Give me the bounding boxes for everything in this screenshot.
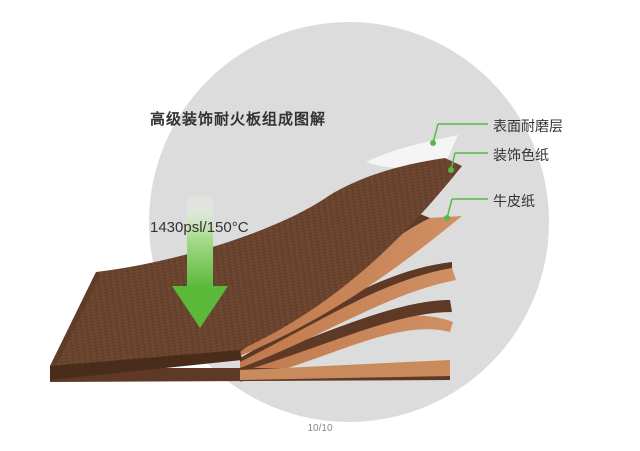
pressure-label: 1430psl/150°C: [150, 219, 249, 236]
pointer-kraft-paper: [444, 198, 488, 221]
kraft-paper-stack: [240, 214, 462, 382]
board-front-edge: [50, 350, 242, 380]
page-indicator: 10/10: [307, 423, 333, 434]
diagram-title: 高级装饰耐火板组成图解: [150, 110, 327, 128]
label-wear-layer: 表面耐磨层: [493, 119, 563, 135]
pointer-wear-layer: [430, 123, 488, 146]
decor-paper-layer: [50, 158, 462, 366]
label-kraft-paper: 牛皮纸: [493, 194, 535, 210]
label-decor-paper: 装饰色纸: [493, 148, 549, 164]
pressure-arrow-icon: [172, 196, 228, 328]
pointer-decor-paper: [448, 152, 488, 173]
